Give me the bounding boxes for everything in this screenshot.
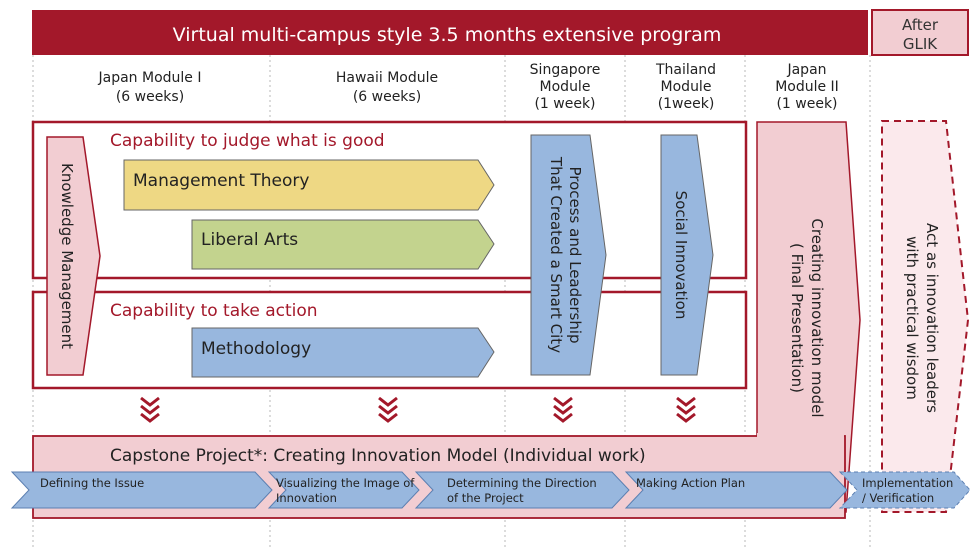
step-arrow-3 [414, 471, 630, 509]
step5-line1: Implementation [862, 476, 953, 490]
liberal-arts-label: Liberal Arts [201, 230, 298, 250]
chevron-down-icon [378, 396, 398, 423]
capability-judge-label: Capability to judge what is good [110, 131, 385, 151]
social-innovation-label: Social Innovation [672, 191, 690, 320]
module-japan2-name: Japan [786, 62, 826, 78]
final-presentation-line1: Creating innovation model [808, 218, 826, 417]
knowledge-management-label: Knowledge Management [58, 163, 76, 349]
step-arrow-1 [10, 471, 273, 509]
thailand-module-arrow [660, 134, 714, 376]
module-thailand-name2: Module [661, 79, 712, 95]
chevron-down-icon [676, 396, 696, 423]
program-banner [32, 10, 868, 55]
module-hawaii-duration: (6 weeks) [353, 89, 421, 105]
after-glik-line1: After [902, 16, 939, 34]
module-thailand-duration: (1week) [658, 96, 715, 112]
step4-label: Making Action Plan [636, 476, 745, 490]
singapore-line2: That Created a Smart City [547, 156, 565, 353]
methodology-label: Methodology [201, 339, 311, 359]
step5-line2: / Verification [862, 491, 934, 505]
down-chevrons [140, 396, 696, 423]
module-japan1-name: Japan Module I [98, 70, 202, 86]
step1-label: Defining the Issue [40, 476, 144, 490]
program-banner-title: Virtual multi-campus style 3.5 months ex… [173, 24, 722, 46]
capstone-title: Capstone Project*: Creating Innovation M… [110, 446, 646, 466]
after-glik-arrow [881, 120, 970, 513]
step-arrow-4 [624, 471, 848, 509]
module-hawaii-name: Hawaii Module [336, 70, 438, 86]
module-thailand-name: Thailand [655, 62, 716, 78]
management-theory-bar [123, 159, 495, 211]
module-singapore-name: Singapore [530, 62, 601, 78]
management-theory-label: Management Theory [133, 171, 309, 191]
methodology-bar [191, 327, 495, 378]
singapore-module-arrow [530, 134, 607, 376]
glik-line1: Act as innovation leaders [923, 223, 941, 413]
step-arrows [10, 471, 971, 509]
module-headers: Japan Module I (6 weeks) Hawaii Module (… [98, 62, 839, 112]
capability-action-label: Capability to take action [110, 301, 318, 321]
step-labels: Defining the Issue Visualizing the Image… [40, 476, 953, 505]
module-singapore-duration: (1 week) [534, 96, 595, 112]
module-japan2-name2: Module II [775, 79, 839, 95]
step-arrow-2 [267, 471, 420, 509]
final-presentation-line2: ( Final Presentation) [788, 243, 806, 393]
step3-line2: of the Project [447, 491, 524, 505]
singapore-line1: Process and Leadership [566, 166, 584, 343]
module-japan2-duration: (1 week) [776, 96, 837, 112]
module-singapore-name2: Module [540, 79, 591, 95]
knowledge-management-arrow [46, 136, 101, 376]
chevron-down-icon [553, 396, 573, 423]
step3-line1: Determining the Direction [447, 476, 597, 490]
after-glik-line2: GLIK [903, 35, 938, 53]
liberal-arts-bar [191, 219, 495, 270]
step-arrow-5 [838, 471, 971, 509]
module-japan1-duration: (6 weeks) [116, 89, 184, 105]
step2-line2: Innovation [276, 491, 337, 505]
glik-line2: with practical wisdom [903, 236, 921, 400]
step2-line1: Visualizing the Image of [276, 476, 415, 490]
chevron-down-icon [140, 396, 160, 423]
